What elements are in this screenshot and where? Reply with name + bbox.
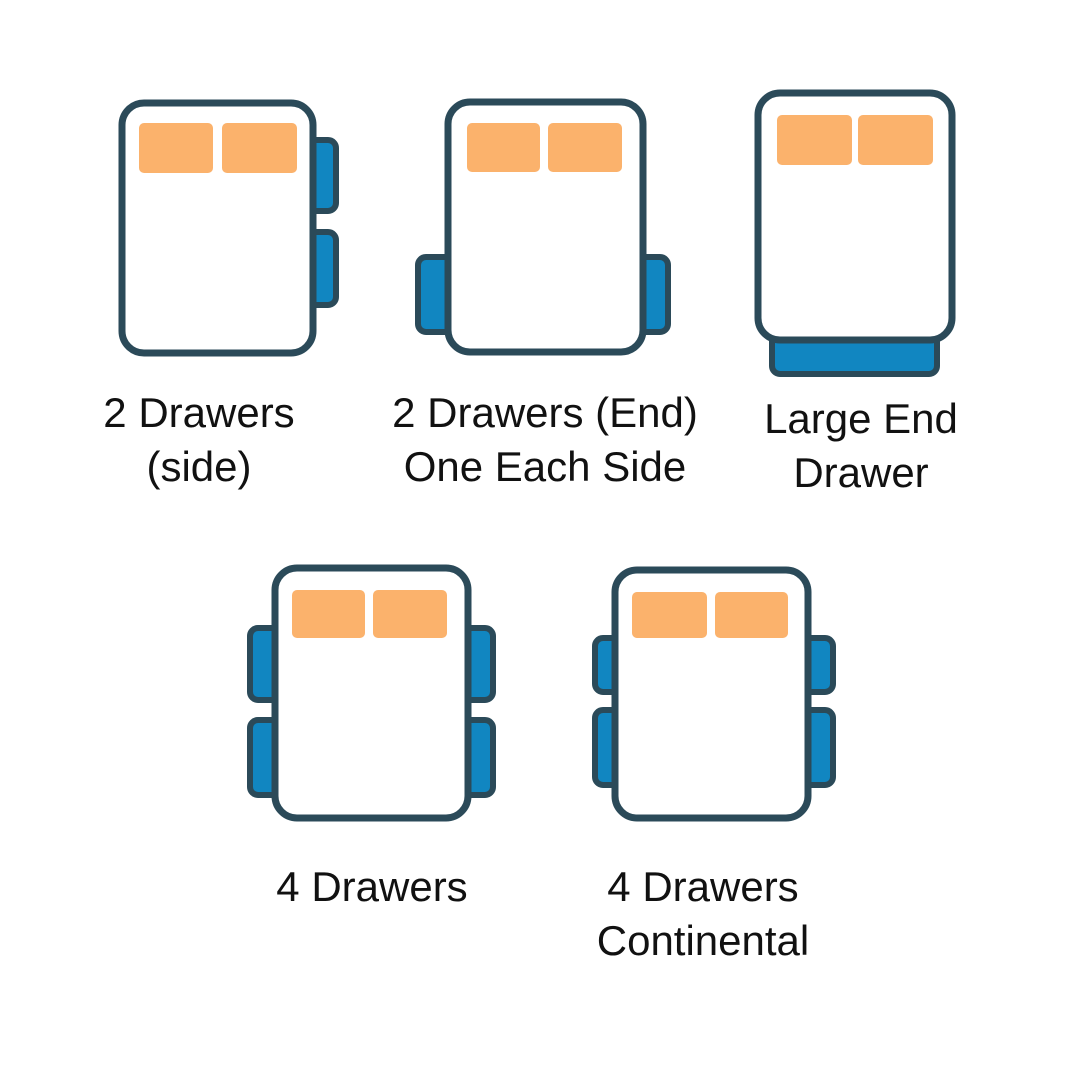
bed-diagram-2-drawers-end bbox=[414, 98, 672, 358]
bed-4-drawers-icon bbox=[247, 564, 496, 822]
bed-2-drawers-side-icon bbox=[118, 99, 339, 357]
label-line-1: 2 Drawers (End) bbox=[392, 389, 698, 436]
label-line-1: 4 Drawers bbox=[276, 863, 468, 910]
bed-label-4-drawers-continental: 4 Drawers Continental bbox=[553, 860, 853, 968]
bed-4-drawers-continental-icon bbox=[592, 566, 836, 822]
bed-diagram-4-drawers bbox=[246, 564, 497, 824]
bed-2-drawers-end-icon bbox=[415, 98, 671, 356]
label-line-1: Large End bbox=[764, 395, 958, 442]
bed-diagram-4-drawers-continental bbox=[591, 566, 838, 824]
label-line-2: (side) bbox=[146, 443, 252, 490]
bed-label-large-end-drawer: Large End Drawer bbox=[721, 392, 1001, 500]
label-line-1: 4 Drawers bbox=[607, 863, 799, 910]
label-line-2: Continental bbox=[596, 917, 810, 964]
label-line-1: 2 Drawers bbox=[103, 389, 295, 436]
label-line-2: Drawer bbox=[793, 449, 929, 496]
bed-diagram-large-end-drawer bbox=[754, 89, 956, 384]
bed-label-2-drawers-side: 2 Drawers (side) bbox=[59, 386, 339, 494]
bed-diagram-2-drawers-side bbox=[118, 99, 344, 359]
bed-label-2-drawers-end: 2 Drawers (End) One Each Side bbox=[385, 386, 705, 494]
bed-large-end-drawer-icon bbox=[754, 89, 956, 377]
label-line-2: One Each Side bbox=[403, 443, 687, 490]
bed-label-4-drawers: 4 Drawers bbox=[232, 860, 512, 914]
